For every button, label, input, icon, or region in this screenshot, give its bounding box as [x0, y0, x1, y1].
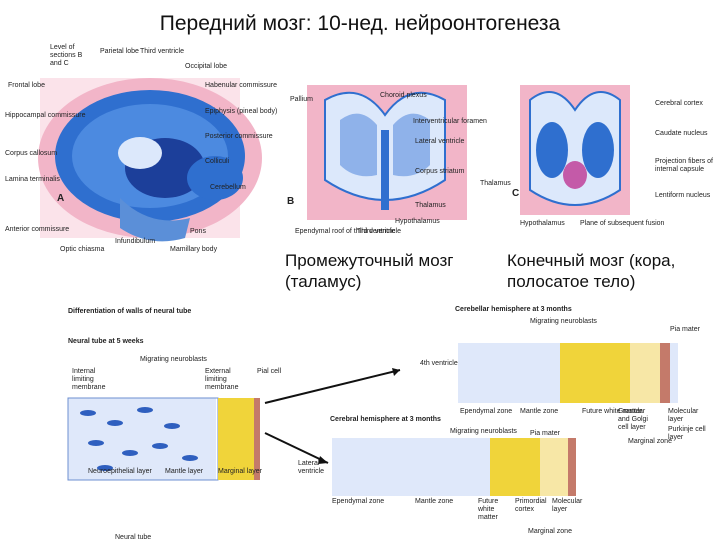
fig-c-label: Caudate nucleus	[655, 130, 708, 138]
caption-telencephalon: Конечный мозг (кора, полосатое тело)	[507, 250, 717, 292]
fig-a-label: Anterior commissure	[5, 226, 69, 234]
nt-label: Internal limiting membrane	[72, 368, 112, 392]
fig-c-label: Hypothalamus	[520, 220, 565, 228]
fig-b-label: Hypothalamus	[395, 218, 440, 226]
fig-a-label: Mamillary body	[170, 246, 217, 254]
cr-label: Ependymal zone	[332, 498, 384, 506]
fig-b-label: Third ventricle	[357, 228, 401, 236]
cr-label: Mantle zone	[415, 498, 453, 506]
fig-a-label: Infundibulum	[115, 238, 155, 246]
fig-a-label: Cerebellum	[210, 184, 246, 192]
cr-label: Pia mater	[530, 430, 560, 438]
histology-footer-fragment: Neural tube	[115, 534, 151, 542]
fig-a-label: Corpus callosum	[5, 150, 57, 158]
nt-label: Pial cell	[257, 368, 281, 376]
cb-label: Mantle zone	[520, 408, 558, 416]
fig-c-label: Cerebral cortex	[655, 100, 703, 108]
figure-a-sagittal-brain: A Level of sections B and C Parietal lob…	[0, 38, 285, 260]
fig-a-label: Epiphysis (pineal body)	[205, 108, 277, 116]
fig-a-label: Hippocampal commissure	[5, 112, 86, 120]
coronal-section-b-image	[285, 80, 485, 245]
cerebellar-title: Cerebellar hemisphere at 3 months	[455, 306, 572, 314]
cb-label: Migrating neuroblasts	[530, 318, 597, 326]
nt-label: Mantle layer	[165, 468, 203, 476]
fig-a-label: Level of sections B and C	[50, 44, 90, 68]
fig-a-letter: A	[57, 195, 64, 203]
fig-b-label: Interventricular foramen	[413, 118, 487, 126]
cr-label: Future white matter	[478, 498, 512, 522]
cr-label: Lateral ventricle	[298, 460, 332, 476]
cb-label: Marginal zone	[628, 438, 672, 446]
figure-b-coronal-section: B Pallium Choroid plexus Interventricula…	[285, 80, 485, 245]
fig-a-label: Occipital lobe	[185, 63, 227, 71]
fig-a-label: Colliculi	[205, 158, 229, 166]
cb-label: Pia mater	[670, 326, 700, 334]
cerebral-title: Cerebral hemisphere at 3 months	[330, 416, 441, 424]
fig-c-label: Plane of subsequent fusion	[580, 220, 664, 228]
fig-b-letter: B	[287, 198, 294, 206]
fig-c-label: Projection fibers of internal capsule	[655, 158, 713, 174]
fig-c-letter: C	[512, 190, 519, 198]
cb-label: 4th ventricle	[420, 360, 458, 368]
cr-label: Molecular layer	[552, 498, 592, 514]
cr-label: Marginal zone	[528, 528, 572, 536]
fig-a-label: Pons	[190, 228, 206, 236]
nt-label: External limiting membrane	[205, 368, 250, 392]
nt-label: Neuroepithelial layer	[88, 468, 152, 476]
figure-c-coronal-section: C Cerebral cortex Caudate nucleus Projec…	[480, 80, 720, 245]
fig-b-label: Corpus striatum	[415, 168, 464, 176]
histology-figure: Differentiation of walls of neural tube …	[60, 298, 720, 540]
fig-b-label: Choroid plexus	[380, 92, 427, 100]
fig-a-label: Habenular commissure	[205, 82, 277, 90]
nt-label: Marginal layer	[218, 468, 262, 476]
cb-label: Molecular layer	[668, 408, 708, 424]
fig-a-label: Posterior commissure	[205, 133, 273, 141]
fig-c-label: Lentiform nucleus	[655, 192, 710, 200]
cr-label: Migrating neuroblasts	[450, 428, 517, 436]
cb-label: Purkinje cell layer	[668, 426, 716, 442]
fig-c-label: Thalamus	[480, 180, 511, 188]
caption-diencephalon: Промежуточный мозг (таламус)	[285, 250, 480, 292]
fig-a-label: Parietal lobe	[100, 48, 139, 56]
fig-b-label: Thalamus	[415, 202, 446, 210]
cr-label: Primordial cortex	[515, 498, 555, 514]
fig-b-label: Lateral ventricle	[415, 138, 464, 146]
fig-b-label: Pallium	[290, 96, 313, 104]
cb-label: Granular and Golgi cell layer	[618, 408, 658, 432]
nt-label: Migrating neuroblasts	[140, 356, 207, 364]
cb-label: Ependymal zone	[460, 408, 512, 416]
fig-a-label: Optic chiasma	[60, 246, 104, 254]
fig-a-label: Third ventricle	[140, 48, 184, 56]
fig-a-label: Lamina terminalis	[5, 176, 60, 184]
fig-a-label: Frontal lobe	[8, 82, 45, 90]
slide-title: Передний мозг: 10-нед. нейроонтогенеза	[0, 12, 720, 36]
